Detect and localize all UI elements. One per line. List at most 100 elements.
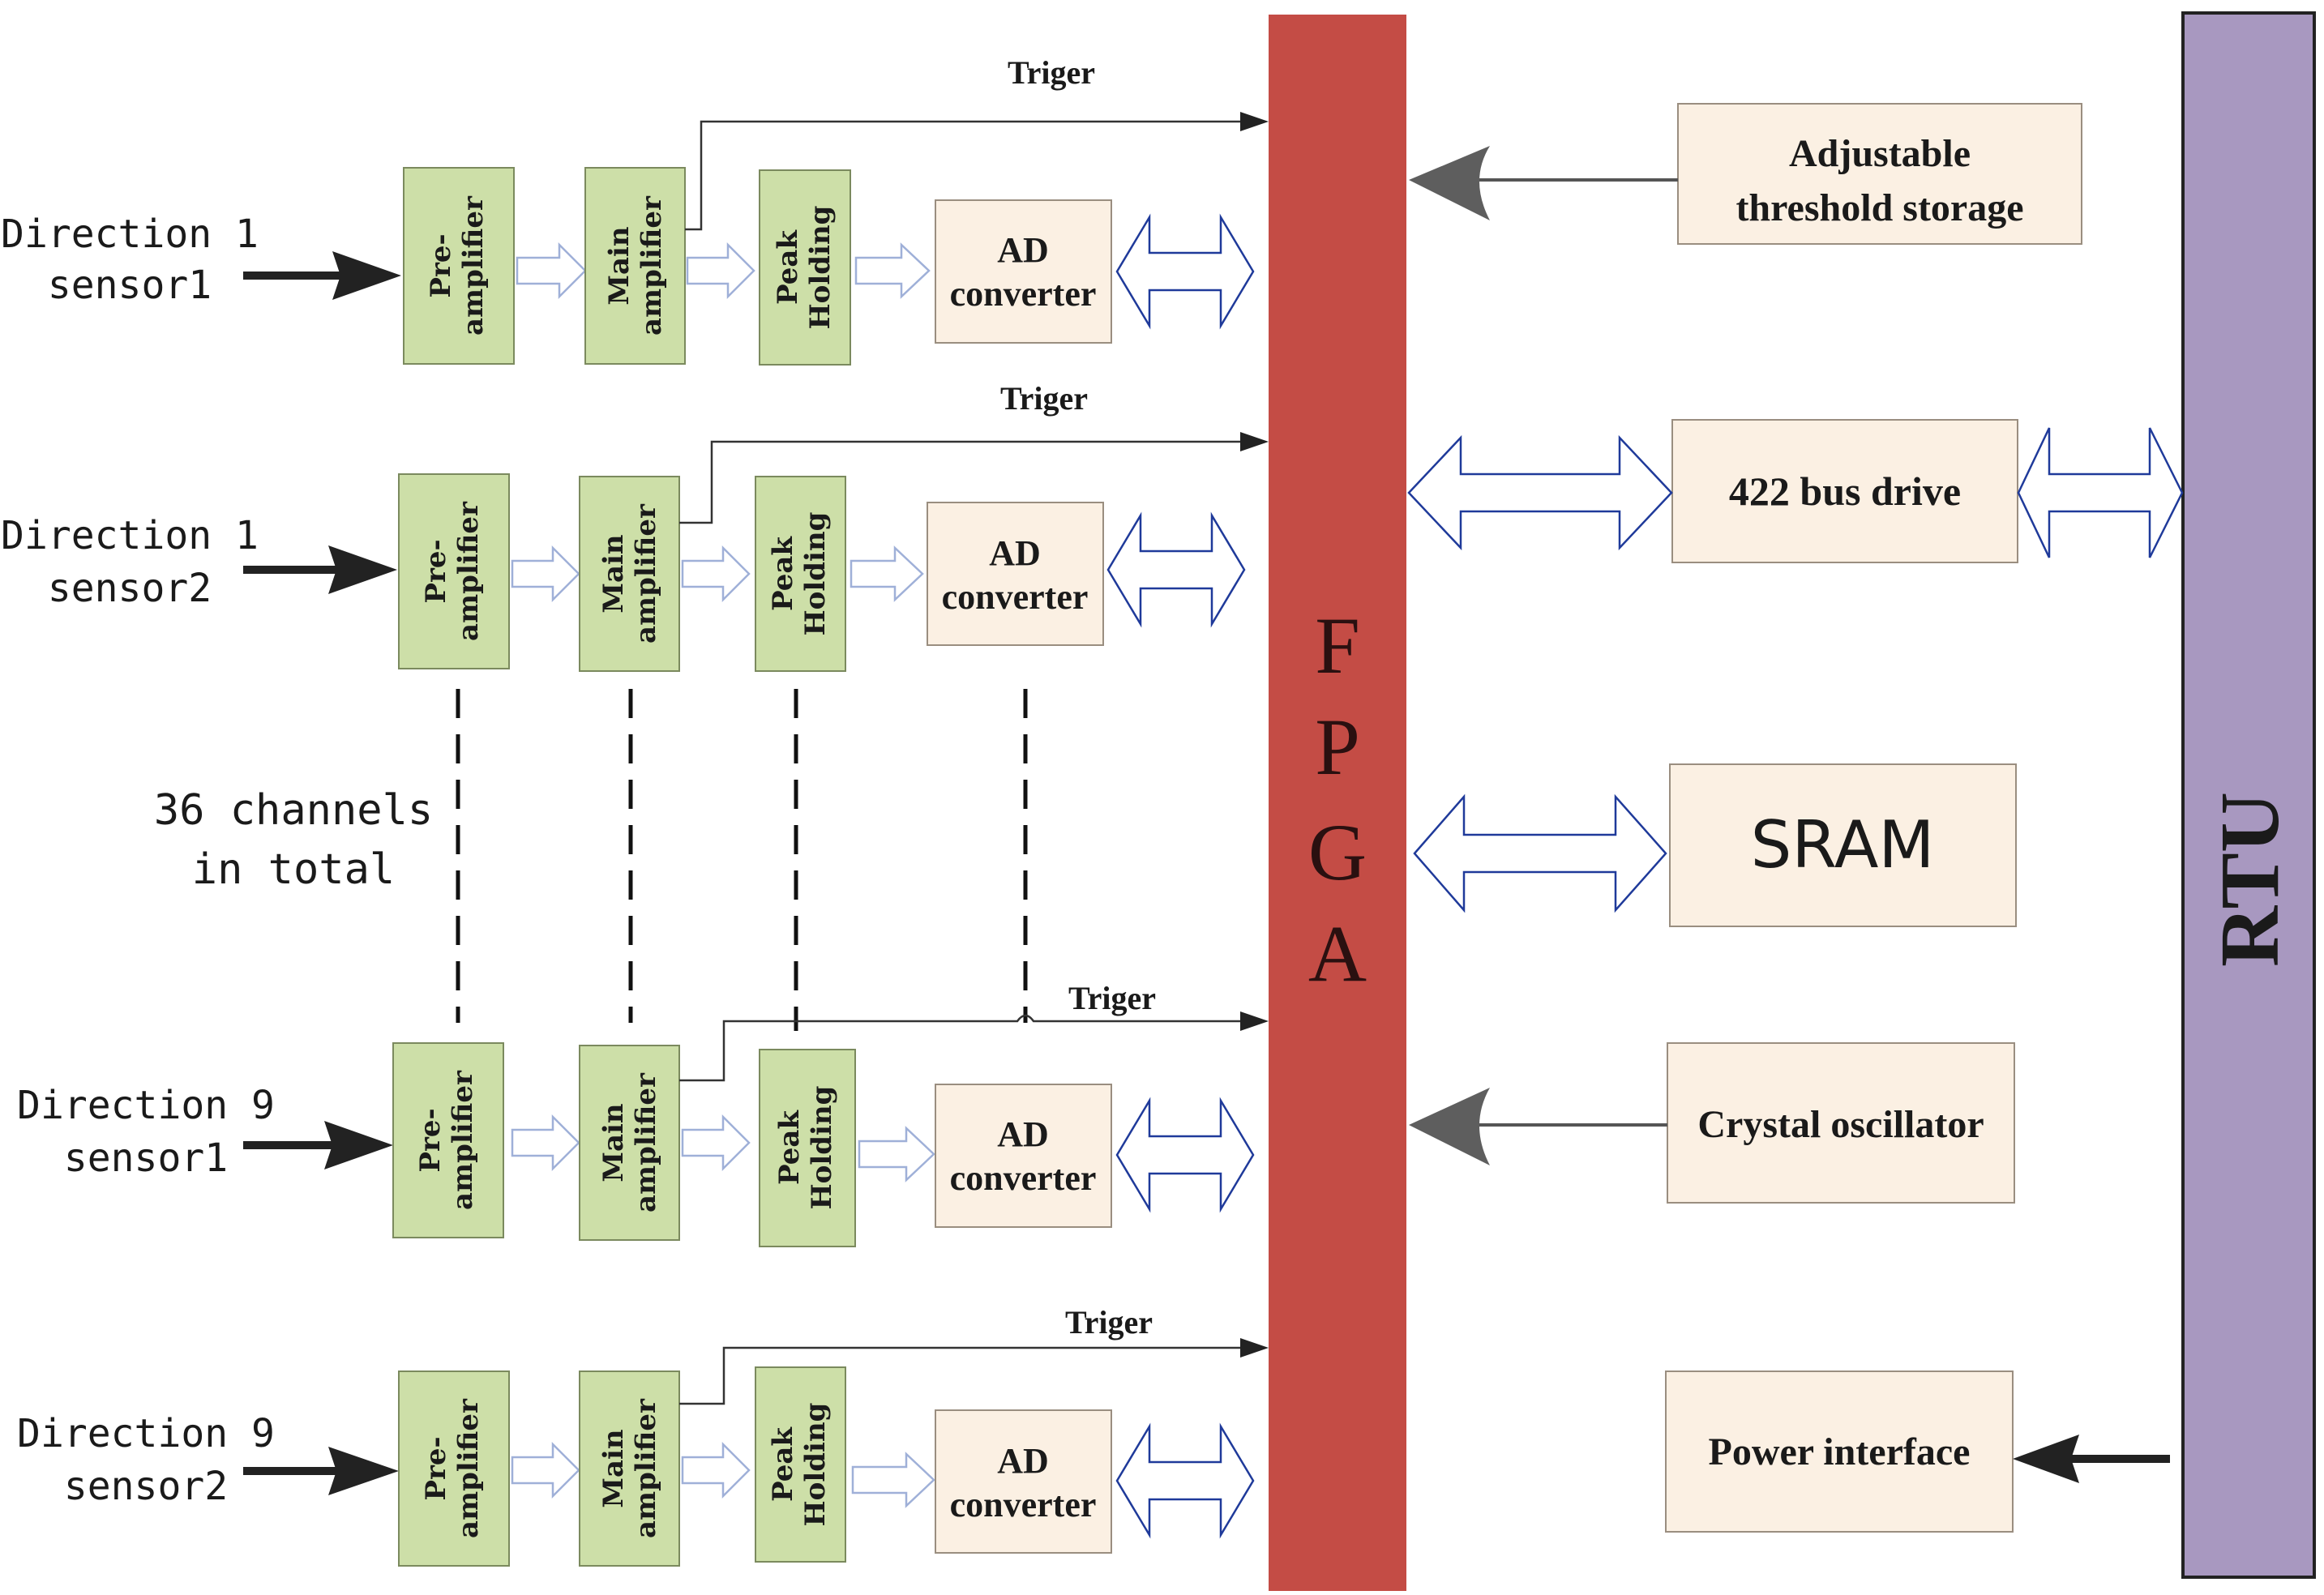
channel-3-arrow-a [511, 1114, 580, 1172]
channel-1-ad-label-2: converter [950, 274, 1097, 314]
channel-2-ad-fpga-double-arrow [1106, 511, 1246, 628]
channel-3-preamp-box [392, 1042, 504, 1238]
channel-1-source-line1: Direction 1 [1, 212, 259, 257]
channel-3-input-arrow [324, 1121, 393, 1170]
channel-2-trigger-line [679, 440, 1260, 524]
channel-1-preamp-label-2: amplifier [457, 195, 490, 336]
bus-rtu-double-arrow [2017, 427, 2184, 558]
channel-row-2: Direction 1 sensor2 Pre- amplifier Main … [1, 380, 1269, 672]
channel-2-source-line2: sensor2 [48, 566, 212, 611]
crystal-oscillator-block: Crystal oscillator [1409, 1042, 2015, 1204]
channel-3-peak-label-2: Holding [806, 1086, 838, 1210]
channel-1-peak-box [759, 169, 851, 366]
channel-1-ad-label-1: AD [997, 230, 1049, 270]
channel-1-preamp-label-1: Pre- [425, 233, 457, 297]
channel-2-arrow-a [511, 545, 580, 603]
channel-4-arrow-a [511, 1441, 580, 1499]
channel-2-mainamp-label-1: Main [597, 534, 630, 613]
channel-4-preamp-box [398, 1371, 510, 1567]
bus-drive-label: 422 bus drive [1729, 468, 1961, 514]
channel-3-mainamp-label-2: amplifier [630, 1072, 662, 1212]
fpga-letter-p: P [1315, 702, 1360, 792]
power-arrow-head [2013, 1435, 2079, 1483]
channel-2-ad-label-1: AD [989, 533, 1041, 573]
channel-1-peak-label-1: Peak [772, 229, 804, 305]
crystal-arrow-head [1409, 1088, 1490, 1165]
crystal-oscillator-label: Crystal oscillator [1697, 1103, 1984, 1146]
channel-4-peak-box [755, 1366, 846, 1563]
fpga-sram-double-arrow [1413, 793, 1667, 913]
threshold-storage-label-2: threshold storage [1736, 186, 2023, 229]
channel-2-mainamp-label-2: amplifier [630, 503, 662, 644]
channel-2-preamp-label-1: Pre- [420, 539, 452, 603]
rtu-block: RTU [2181, 11, 2316, 1579]
channel-row-3: Direction 9 sensor1 Pre- amplifier Main … [17, 980, 1269, 1247]
channel-2-peak-label-1: Peak [767, 536, 799, 611]
channel-1-peak-label-2: Holding [804, 206, 837, 330]
channel-3-preamp-label-1: Pre- [414, 1108, 447, 1172]
sram-box [1669, 763, 2017, 927]
channel-3-trigger-label: Triger [1068, 980, 1156, 1016]
channel-1-arrow-b [686, 242, 755, 300]
channel-1-trigger-label: Triger [1008, 54, 1095, 91]
channel-4-preamp-label-2: amplifier [452, 1398, 485, 1538]
power-interface-box [1665, 1371, 2014, 1533]
channel-4-trigger-line [679, 1346, 1260, 1405]
channel-3-ad-label-2: converter [950, 1158, 1097, 1198]
channel-4-arrow-b [681, 1441, 751, 1499]
channel-3-ad-fpga-double-arrow [1115, 1097, 1255, 1213]
channel-1-ad-fpga-double-arrow [1115, 213, 1255, 330]
channel-1-arrow-c [854, 242, 931, 299]
channel-1-trigger-line [685, 120, 1260, 231]
channel-4-input-arrow [328, 1447, 399, 1495]
threshold-storage-box [1677, 103, 2082, 245]
fpga-letter-f: F [1315, 601, 1360, 691]
channels-note-line2: in total [192, 845, 395, 894]
channels-note-line1: 36 channels [154, 786, 433, 835]
sram-block: SRAM [1413, 763, 2017, 927]
channel-4-arrow-c [851, 1452, 935, 1508]
channel-row-1: Direction 1 sensor1 Pre- amplifier Main … [1, 54, 1269, 366]
sram-label: SRAM [1751, 807, 1935, 883]
channel-3-trigger-line [679, 1014, 1260, 1082]
channel-4-mainamp-label-1: Main [597, 1429, 630, 1507]
channel-1-mainamp-box [584, 167, 686, 365]
fpga-letter-g: G [1308, 807, 1367, 897]
channel-3-ad-label-1: AD [997, 1114, 1049, 1154]
fpga-block: F P G A [1269, 15, 1406, 1591]
channel-2-trigger-arrowhead [1240, 432, 1269, 451]
channel-2-ad-label-2: converter [942, 577, 1089, 617]
power-interface-label: Power interface [1709, 1430, 1971, 1473]
channel-2-arrow-c [850, 545, 924, 602]
crystal-oscillator-box [1667, 1042, 2015, 1204]
channel-4-ad-box [935, 1409, 1112, 1554]
channel-4-preamp-label-1: Pre- [420, 1436, 452, 1500]
channel-1-mainamp-label-1: Main [603, 226, 636, 305]
channel-2-peak-label-2: Holding [799, 512, 832, 636]
threshold-arrow-head [1409, 146, 1490, 220]
channel-3-ad-box [935, 1084, 1112, 1228]
bus-drive-box [1671, 419, 2018, 563]
channel-1-preamp-box [403, 167, 515, 365]
channel-3-mainamp-box [579, 1045, 680, 1241]
channel-4-ad-fpga-double-arrow [1115, 1422, 1255, 1539]
channel-3-source-line2: sensor1 [64, 1135, 228, 1181]
channel-2-source-line1: Direction 1 [1, 513, 259, 558]
channel-4-mainamp-box [579, 1371, 680, 1567]
channel-2-ad-box [927, 502, 1104, 646]
channel-4-trigger-label: Triger [1065, 1304, 1153, 1341]
channel-3-peak-label-1: Peak [773, 1110, 806, 1185]
channel-1-trigger-arrowhead [1240, 112, 1269, 131]
fpga-letter-a: A [1308, 909, 1367, 998]
channel-3-arrow-b [681, 1114, 751, 1172]
channel-1-mainamp-label-2: amplifier [636, 195, 668, 336]
channel-3-trigger-arrowhead [1240, 1011, 1269, 1031]
channel-3-peak-box [759, 1049, 856, 1247]
channel-1-source-line2: sensor1 [48, 263, 212, 308]
channel-3-source-line1: Direction 9 [17, 1083, 275, 1128]
channel-4-peak-label-1: Peak [767, 1426, 799, 1502]
channel-2-peak-box [755, 476, 846, 672]
channel-2-preamp-label-2: amplifier [452, 501, 485, 641]
channel-1-ad-box [935, 199, 1112, 344]
